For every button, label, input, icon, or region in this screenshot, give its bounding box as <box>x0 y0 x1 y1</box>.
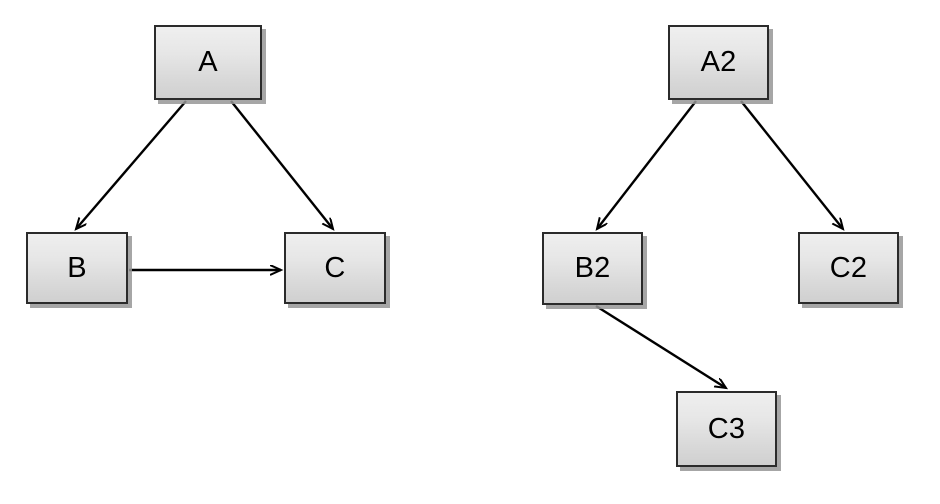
edge-b2-to-c3 <box>595 304 726 388</box>
node-c3[interactable]: C3 <box>676 391 777 467</box>
node-label-c3: C3 <box>707 412 746 445</box>
node-label-a: A <box>198 46 218 78</box>
node-c2[interactable]: C2 <box>798 232 899 304</box>
node-a2[interactable]: A2 <box>668 25 769 100</box>
edge-a-to-b <box>76 100 187 229</box>
edge-a2-to-c2 <box>740 100 843 229</box>
node-a[interactable]: A <box>154 25 262 100</box>
node-label-c: C <box>324 251 346 284</box>
node-c[interactable]: C <box>284 232 386 304</box>
node-b2[interactable]: B2 <box>542 232 643 305</box>
node-label-a2: A2 <box>700 46 737 78</box>
node-label-b2: B2 <box>574 252 611 284</box>
node-b[interactable]: B <box>26 232 128 304</box>
edge-a-to-c <box>230 100 333 229</box>
node-label-b: B <box>67 251 87 284</box>
edge-a2-to-b2 <box>597 100 697 229</box>
node-label-c2: C2 <box>829 251 868 284</box>
